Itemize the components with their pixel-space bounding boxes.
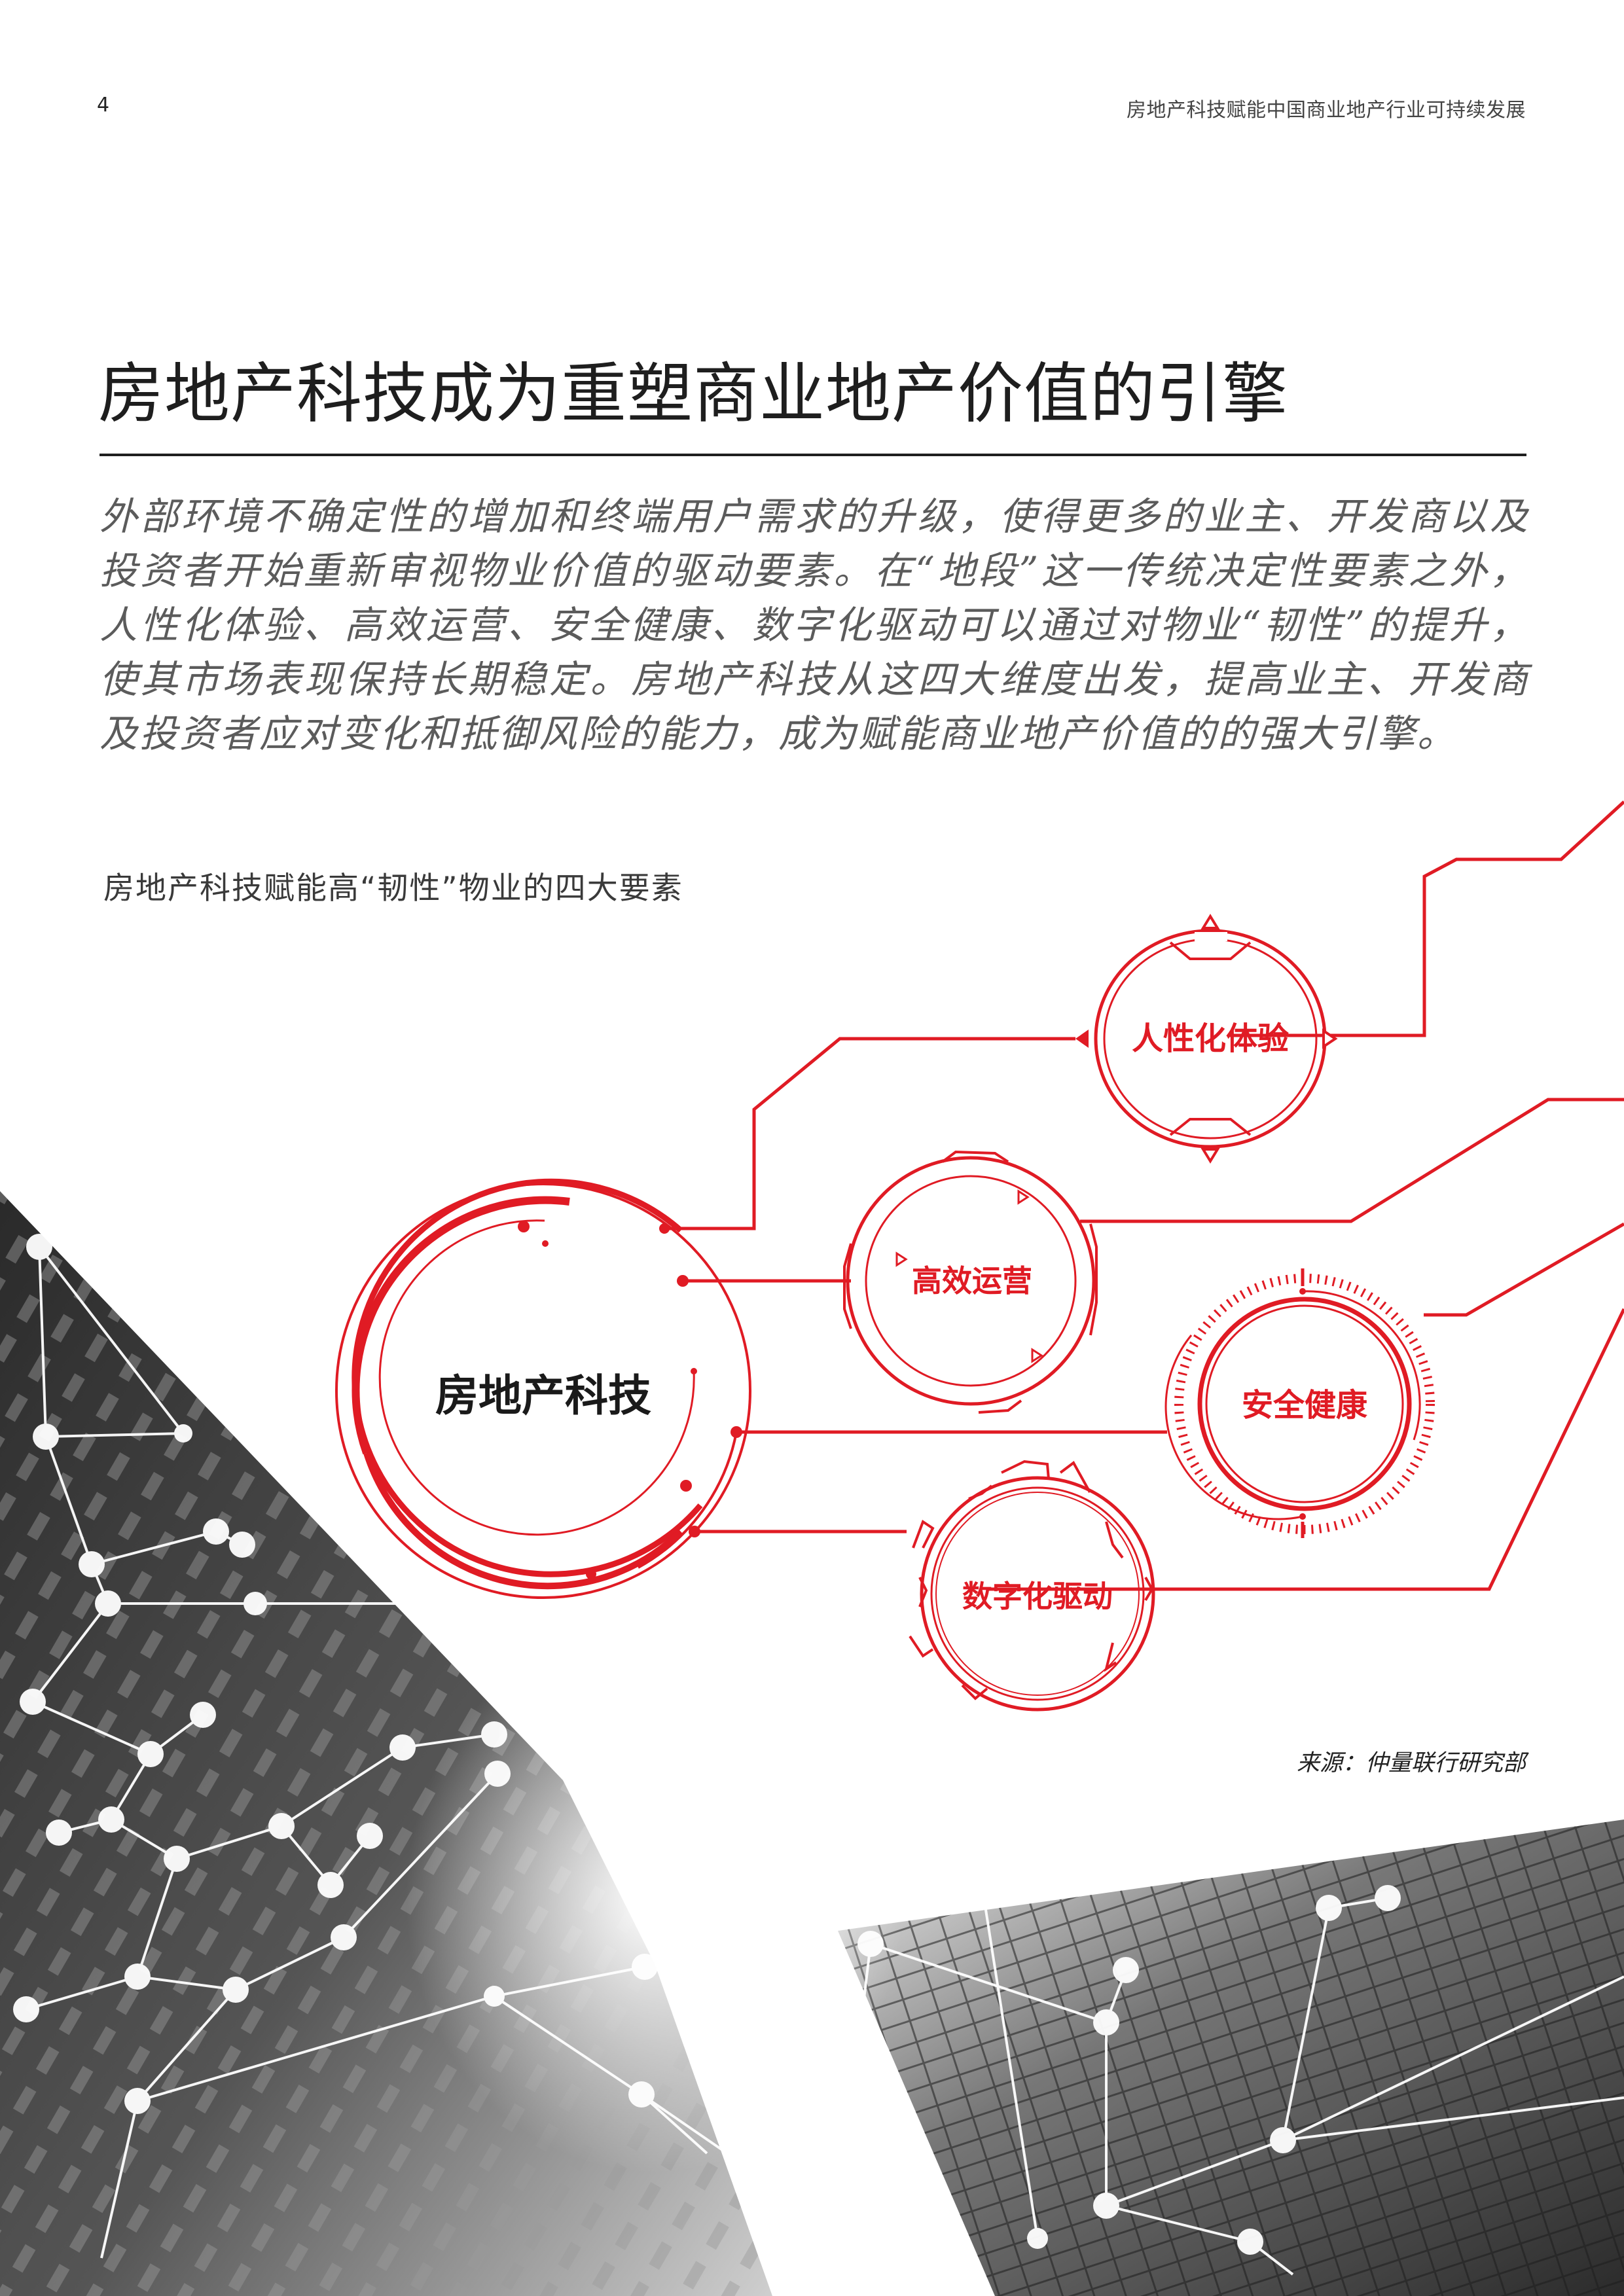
- center-node-label: 房地产科技: [435, 1371, 651, 1421]
- node-label-safety: 安全健康: [1242, 1387, 1367, 1424]
- page-title: 房地产科技成为重塑商业地产价值的引擎: [98, 355, 1288, 432]
- node-label-digital: 数字化驱动: [962, 1579, 1113, 1614]
- figure-caption: 房地产科技赋能高“韧性”物业的四大要素: [103, 870, 683, 906]
- network-overlay: [13, 1234, 1624, 2276]
- connector-lines: [664, 800, 1624, 1591]
- node-digital-driven: [909, 1460, 1155, 1712]
- node-human-experience: [1075, 914, 1338, 1164]
- center-node: [335, 1178, 751, 1599]
- intro-paragraph: 外部环境不确定性的增加和终端用户需求的升级，使得更多的业主、开发商以及投资者开始…: [99, 494, 1530, 756]
- running-header: 房地产科技赋能中国商业地产行业可持续发展: [1127, 99, 1526, 122]
- figure-source: 来源：仲量联行研究部: [1296, 1750, 1526, 1776]
- node-efficient-operation: [843, 1150, 1098, 1414]
- node-label-human: 人性化体验: [1132, 1020, 1289, 1057]
- page-number: 4: [97, 94, 110, 117]
- node-safety-health: [1164, 1268, 1435, 1538]
- node-label-efficient: 高效运营: [912, 1263, 1032, 1299]
- background-photo: [0, 1191, 1624, 2296]
- title-divider: [99, 454, 1526, 456]
